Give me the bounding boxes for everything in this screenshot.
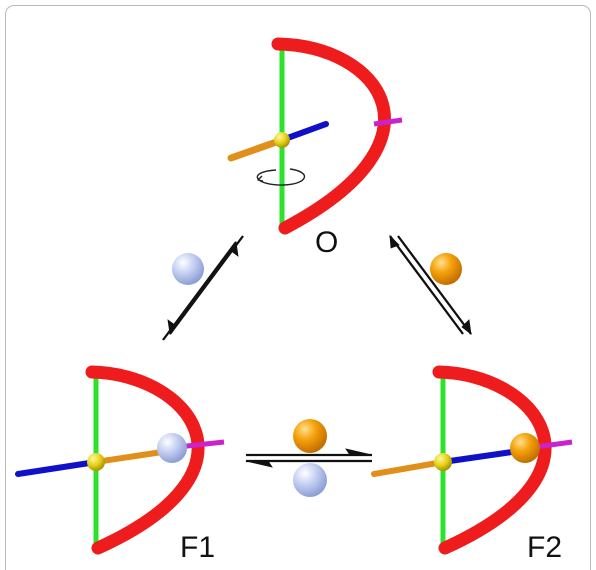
red-arc (271, 37, 391, 235)
blue-rod (440, 449, 515, 465)
ligand-sphere-icon (430, 253, 462, 285)
red-arc (85, 365, 205, 555)
orange-rod (93, 449, 165, 465)
state-label-f1: F1 (180, 531, 215, 564)
ligand-sphere-icon (293, 419, 327, 453)
pivot-joint (434, 453, 452, 471)
state-o: O (227, 37, 403, 259)
orange-rod (371, 459, 446, 477)
bound-ligand-sphere (157, 433, 187, 463)
state-label-f2: F2 (527, 531, 562, 564)
blue-rod (15, 459, 99, 477)
magenta-tip (535, 439, 573, 450)
ligand-sphere-icon (293, 463, 327, 497)
state-f1: F1 (15, 365, 225, 564)
equilibrium-arrow-icon (245, 448, 373, 468)
pivot-joint (87, 453, 105, 471)
state-f2: F2 (371, 365, 573, 564)
bound-ligand-sphere (510, 433, 540, 463)
magenta-tip (373, 117, 403, 127)
rotation-arrow-icon (256, 168, 305, 186)
ligand-sphere-icon (172, 253, 204, 285)
orange-rod (227, 136, 286, 162)
pivot-joint (274, 132, 290, 148)
equilibrium-arrow-icon (389, 234, 472, 335)
state-label-o: O (315, 226, 338, 259)
red-arc (432, 365, 552, 555)
equilibrium-arrow-icon (162, 235, 244, 341)
